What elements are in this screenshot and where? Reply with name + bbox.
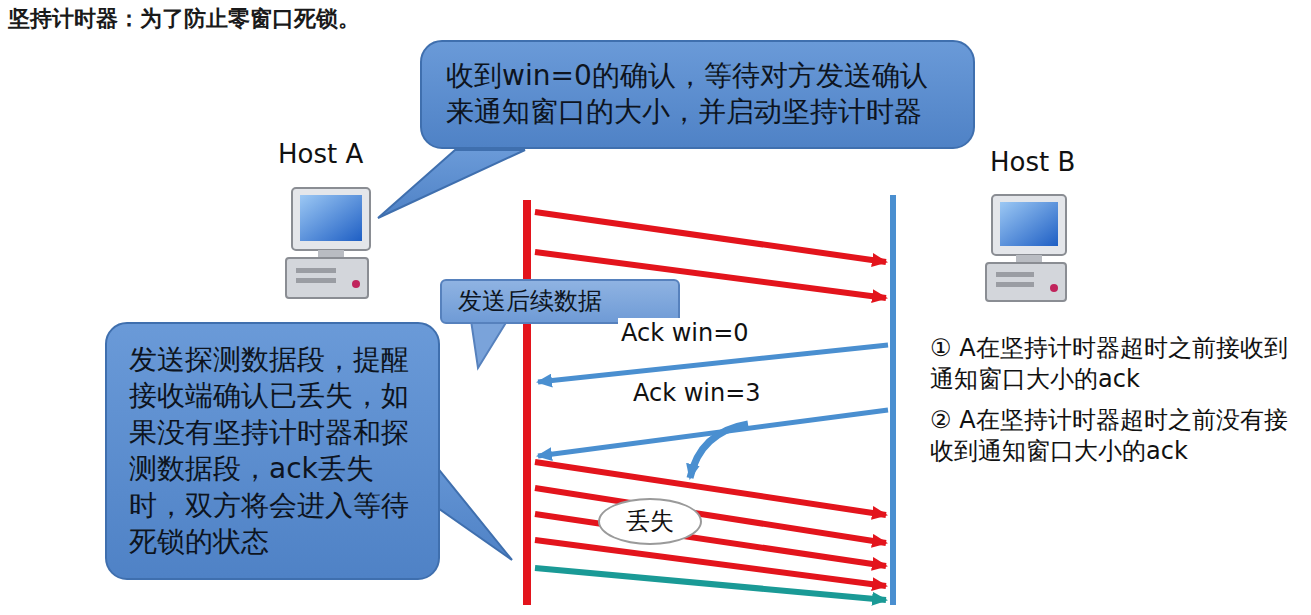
case-note: ① A在坚持计时器超时之前接收到通知窗口大小的ack [930, 333, 1302, 395]
node-text: 发送后续数据 [458, 286, 662, 317]
diagram-title: 坚持计时器：为了防止零窗口死锁。 [8, 4, 360, 34]
node-text: 发送探测数据段，提醒接收端确认已丢失，如果没有坚持计时器和探测数据段，ack丢失… [129, 342, 416, 560]
data-arrow [535, 488, 886, 543]
data-arrow [535, 514, 886, 566]
note-callout: 发送探测数据段，提醒接收端确认已丢失，如果没有坚持计时器和探测数据段，ack丢失… [105, 322, 440, 580]
data-arrow [535, 540, 886, 586]
data-arrow [535, 212, 886, 262]
case-note: ② A在坚持计时器超时之前没有接收到通知窗口大小的ack [930, 405, 1302, 467]
ack-arrow [538, 345, 888, 382]
host-a-timeline [523, 200, 531, 605]
ack-label: Ack win=3 [630, 378, 764, 409]
lost-ellipse: 丢失 [598, 498, 702, 545]
node-text: 收到win=0的确认，等待对方发送确认来通知窗口的大小，并启动坚持计时器 [446, 58, 949, 131]
data-arrow [535, 462, 886, 515]
host-b-timeline [890, 195, 896, 605]
note-callout: 收到win=0的确认，等待对方发送确认来通知窗口的大小，并启动坚持计时器 [420, 40, 975, 149]
lost-ack-curve [690, 424, 748, 478]
probe-arrow [535, 568, 886, 600]
host-label: Host A [278, 138, 363, 172]
computer-icon [986, 195, 1066, 301]
computer-icon [286, 188, 370, 298]
ack-arrow [538, 410, 888, 456]
ack-label: Ack win=0 [618, 318, 752, 349]
host-label: Host B [990, 146, 1075, 180]
callout-tail [378, 150, 525, 218]
node-text: 丢失 [608, 506, 692, 537]
